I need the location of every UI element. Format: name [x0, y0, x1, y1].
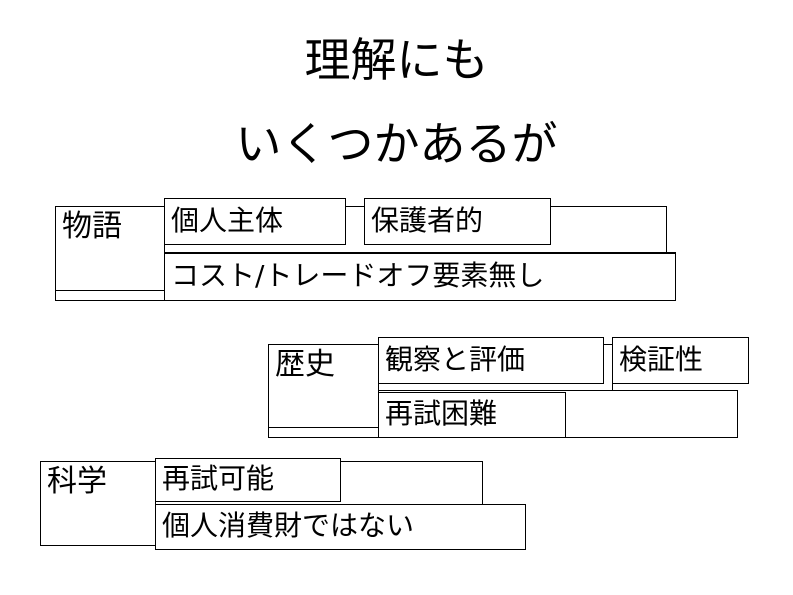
group-history-attribute-2-box[interactable]: 検証性	[612, 337, 749, 384]
group-narrative-attribute-2-text: 保護者的	[371, 203, 484, 237]
group-narrative-attribute-3-text: コスト/トレードオフ要素無し	[171, 259, 545, 292]
group-history-attribute-1-text: 観察と評価	[385, 342, 526, 376]
group-history-attribute-1-box[interactable]: 観察と評価	[378, 337, 604, 384]
group-narrative-attribute-1-box[interactable]: 個人主体	[164, 198, 346, 245]
group-history-attribute-2-text: 検証性	[619, 342, 704, 376]
group-science-label-text: 科学	[47, 464, 107, 499]
group-narrative-attribute-3-box[interactable]: コスト/トレードオフ要素無し	[164, 253, 676, 301]
group-narrative-label-box[interactable]: 物語	[55, 206, 165, 291]
slide-title-line-2: いくつかあるが	[235, 117, 558, 171]
group-science-label-box[interactable]: 科学	[40, 461, 156, 546]
group-science-attribute-1-text: 再試可能	[162, 462, 275, 495]
group-narrative-attribute-1-text: 個人主体	[171, 203, 284, 237]
group-narrative-label-text: 物語	[62, 209, 122, 244]
group-narrative-attribute-2-box[interactable]: 保護者的	[364, 198, 551, 245]
group-science-attribute-2-box[interactable]: 個人消費財ではない	[155, 504, 526, 550]
group-history-attribute-3-box[interactable]: 再試困難	[378, 392, 566, 438]
group-science-attribute-1-box[interactable]: 再試可能	[155, 458, 341, 502]
group-science-attribute-2-text: 個人消費財ではない	[162, 509, 415, 542]
group-history-attribute-3-text: 再試困難	[385, 397, 498, 430]
group-history-label-text: 歴史	[275, 347, 335, 382]
group-history-label-box[interactable]: 歴史	[268, 344, 379, 428]
slide-title-line-1: 理解にも	[304, 33, 489, 87]
